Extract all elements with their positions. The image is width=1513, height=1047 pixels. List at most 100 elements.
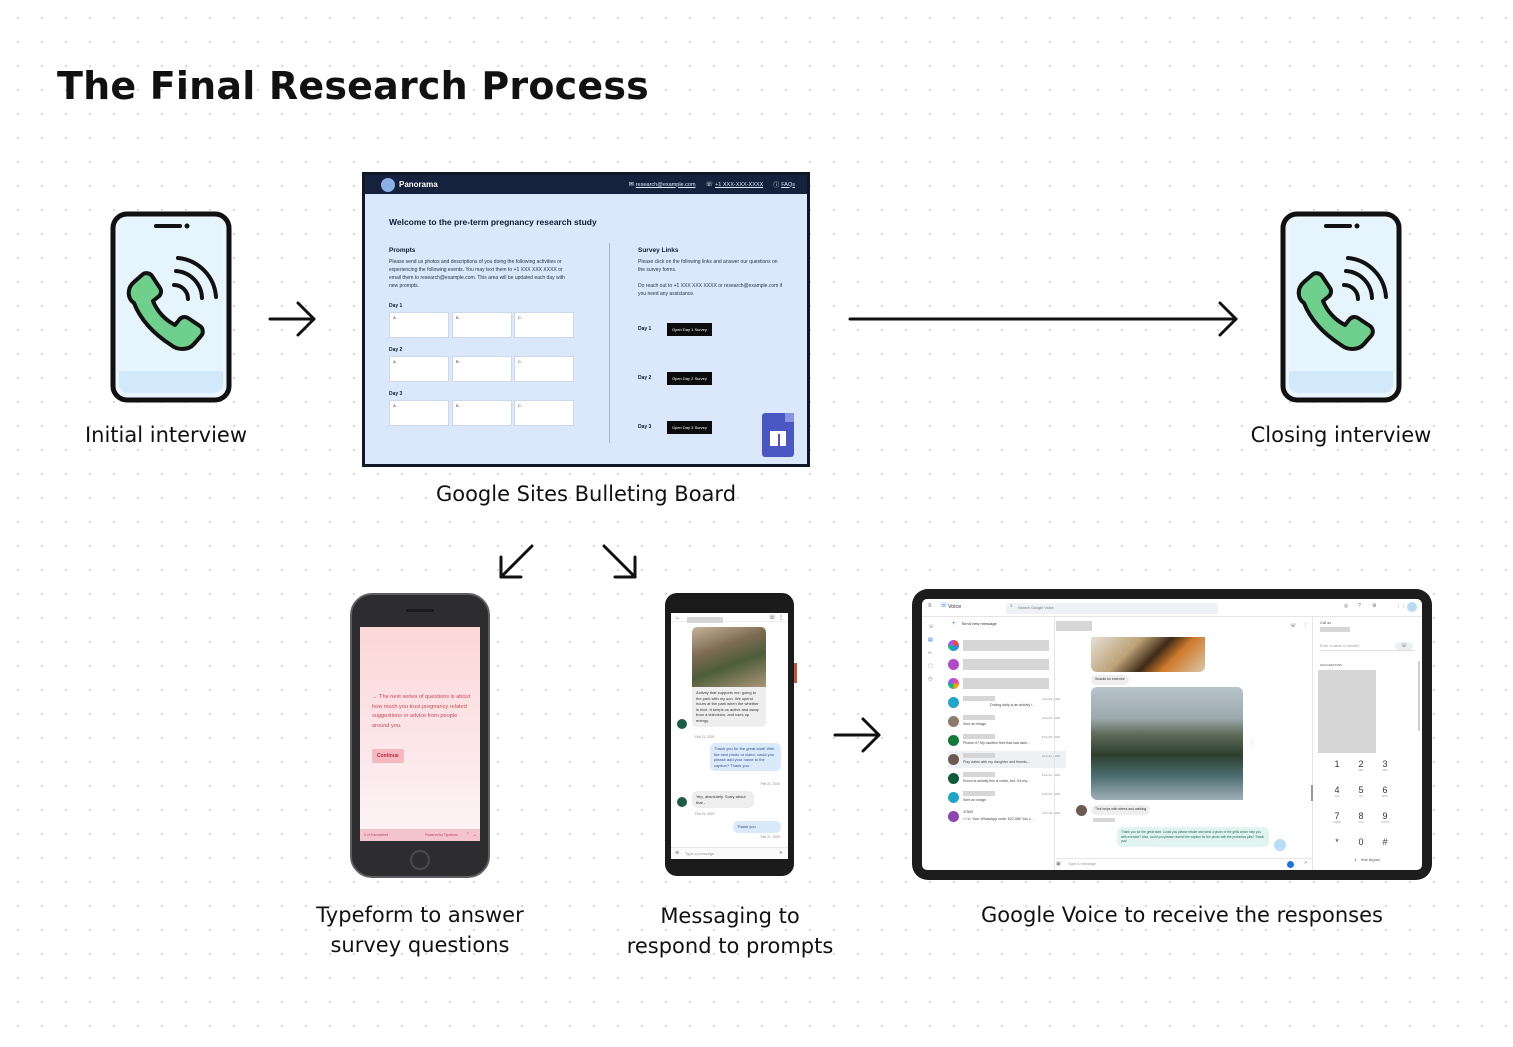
typeform-continue-button[interactable]: Continue (372, 749, 404, 763)
menu-icon[interactable]: ≡ (928, 603, 932, 609)
call-as-number-placeholder (1320, 627, 1350, 632)
snack-photo[interactable] (1091, 637, 1205, 672)
open-day3-survey-button[interactable]: Open Day 3 Survey (667, 421, 712, 434)
site-faqs-link[interactable]: FAQs (781, 181, 795, 188)
thread-row-selected[interactable]: Play dates with my daughter and friends.… (948, 751, 1066, 768)
messages-icon[interactable]: ▤ (928, 637, 933, 643)
chevron-down-icon[interactable]: ⌄ (472, 832, 477, 838)
settings-gear-icon[interactable]: ⚙ (1372, 603, 1377, 609)
day2-box-c[interactable]: C. (514, 356, 574, 382)
arrow-down-left-icon (499, 544, 534, 579)
thread-code: 47563 (963, 810, 973, 814)
calls-icon[interactable]: ☏ (928, 624, 935, 630)
contact-avatar-icon (948, 811, 959, 822)
day1-box-b[interactable]: B. (452, 312, 512, 338)
headset-icon[interactable]: ◎ (1344, 603, 1349, 609)
send-icon[interactable]: ➤ (778, 850, 783, 856)
more-options-icon[interactable]: ⋮ (1250, 741, 1255, 747)
call-icon-voice[interactable]: ☏ (1290, 623, 1297, 629)
site-phone-link[interactable]: +1 XXX-XXX-XXXX (715, 181, 764, 188)
key-star[interactable]: * (1335, 837, 1339, 847)
send-new-message-button[interactable]: + Send new message (952, 621, 997, 627)
thread-row[interactable]: Room is awfully this is noise, but. It's… (948, 770, 1066, 787)
dial-call-icon[interactable]: ☏ (1395, 642, 1413, 650)
home-button-icon[interactable] (410, 850, 430, 870)
voice-caption: Google Voice to receive the responses (981, 903, 1383, 927)
contact-avatar-icon-2 (677, 797, 687, 807)
day3-box-c[interactable]: C. (514, 400, 574, 426)
typeform-caption: Typeform to answer survey questions (300, 900, 540, 960)
day3-box-b[interactable]: B. (452, 400, 512, 426)
thread-row[interactable] (948, 675, 1066, 692)
history-icon[interactable]: ◷ (928, 676, 933, 682)
contact-avatar-icon (948, 773, 959, 784)
group-avatar-icon (948, 640, 959, 651)
phone-call-icon (110, 211, 232, 403)
mail-icon: ✉ (628, 182, 634, 188)
arrow-right-icon-2 (833, 717, 881, 753)
chevron-up-icon[interactable]: ⌃ (465, 832, 470, 838)
voice-message-input[interactable]: Type a message (1068, 862, 1096, 866)
search-icon[interactable]: ⌕ (1010, 603, 1013, 609)
pool-photo[interactable] (1091, 687, 1243, 800)
voice-search-input[interactable]: Search Google Voice (1006, 603, 1218, 614)
key-0[interactable]: 0 (1358, 837, 1364, 847)
more-vert-icon-voice[interactable]: ⋮ (1303, 623, 1308, 629)
thread-row[interactable] (948, 656, 1066, 673)
attach-icon[interactable]: ⊕ (675, 850, 680, 856)
hide-keypad-button[interactable]: ⇕ Hide keypad (1354, 858, 1380, 862)
site-email-link[interactable]: research@example.com (635, 181, 696, 188)
thread-row[interactable] (948, 637, 1066, 654)
dial-number-input[interactable]: Enter a name or number (1320, 641, 1414, 651)
call-icon[interactable]: ☏ (768, 615, 776, 621)
image-attach-icon[interactable]: ▣ (1056, 861, 1061, 867)
pane-divider (1054, 617, 1055, 870)
key-1[interactable]: 1 (1334, 759, 1340, 769)
send-icon-voice[interactable]: ➤ (1303, 860, 1308, 866)
account-avatar-icon[interactable] (1407, 602, 1417, 612)
message-date-2: Feb 21, 2020 (760, 782, 780, 786)
thread-row[interactable]: 47563<+1> Your WhatsApp code: 627-080 Yo… (948, 808, 1066, 825)
site-brand: Panorama (399, 180, 438, 189)
thread-preview: Room is awfully this is noise, but. It's… (963, 779, 1030, 783)
messaging-screen: ← ☏ ⋮ Activity that supports me: going t… (671, 613, 788, 859)
day2-box-a[interactable]: A. (389, 356, 449, 382)
arrow-down-right-icon (602, 544, 637, 579)
open-day2-survey-button[interactable]: Open Day 2 Survey (667, 372, 712, 385)
message-input[interactable]: Type a message (685, 851, 715, 856)
park-photo[interactable] (692, 627, 766, 687)
open-day1-survey-button[interactable]: Open Day 1 Survey (667, 323, 712, 336)
voice-compose-bar[interactable]: ▣ Type a message ➤ (1056, 858, 1312, 870)
help-circle-icon[interactable]: ? (1358, 603, 1361, 609)
back-arrow-icon[interactable]: ← (675, 615, 681, 621)
voicemail-icon[interactable]: ∞ (928, 650, 932, 656)
thread-row[interactable]: Picture #7 My swollen feet that had dark… (948, 732, 1066, 749)
voice-app-name: Voice (948, 604, 962, 610)
day1-box-a[interactable]: A. (389, 312, 449, 338)
day2-box-b[interactable]: B. (452, 356, 512, 382)
more-vert-icon[interactable]: ⋮ (778, 615, 784, 621)
day1-box-c[interactable]: C. (514, 312, 574, 338)
day3-box-a[interactable]: A. (389, 400, 449, 426)
message-compose-bar[interactable]: ⊕ Type a message ➤ (671, 847, 788, 859)
apps-grid-icon[interactable]: ⋮⋮ (1396, 603, 1406, 609)
prompts-text: Please send us photos and descriptions o… (389, 259, 565, 289)
thread-row[interactable]: Driving daily is an activity i...Feb 24,… (948, 694, 1066, 711)
dialer-scrollbar[interactable] (1418, 661, 1420, 731)
conversation-scrollbar[interactable] (1311, 785, 1313, 801)
typeform-progress: 0 of 8 answered (364, 833, 389, 837)
closing-interview-caption: Closing interview (1250, 423, 1432, 447)
contact-avatar-icon (948, 716, 959, 727)
archive-icon[interactable]: ▢ (928, 663, 933, 669)
key-hash[interactable]: # (1382, 837, 1388, 847)
